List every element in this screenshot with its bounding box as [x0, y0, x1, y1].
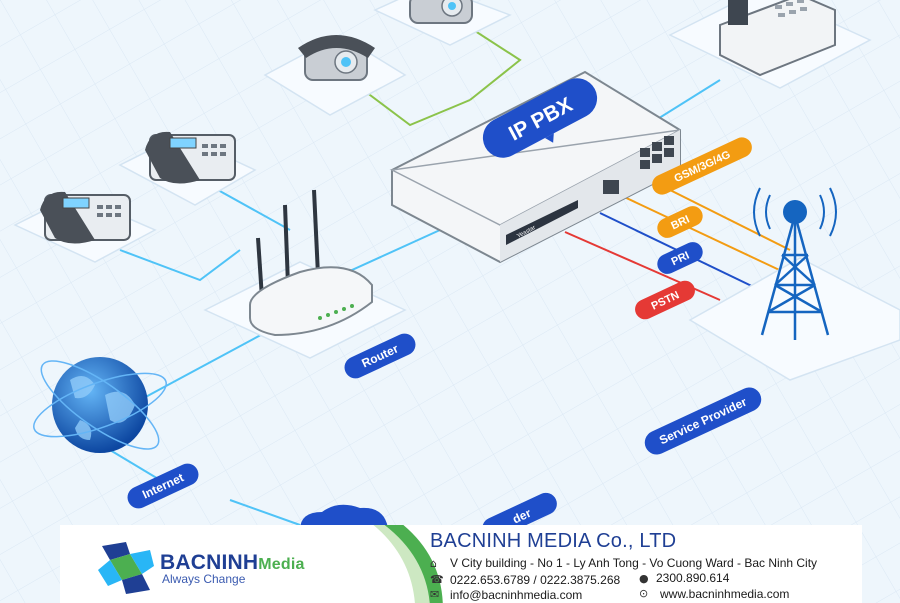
website-icon: ⊙ — [639, 587, 649, 600]
brand-accent: Media — [258, 556, 305, 573]
hotline-text: 2300.890.614 — [656, 571, 730, 585]
email-link[interactable]: info@bacninhmedia.com — [450, 588, 583, 602]
trunk-pill-bri: BRI — [657, 206, 703, 238]
rotary-phone-icon — [298, 35, 375, 81]
brand-tagline: Always Change — [162, 572, 246, 586]
rotary-phone-icon — [409, 0, 473, 24]
address-text: V City building - No 1 - Ly Anh Tong - V… — [450, 556, 818, 570]
company-name: BACNINH MEDIA Co., LTD — [430, 530, 677, 552]
cell-tower-icon — [753, 187, 837, 340]
connection-lines — [109, 17, 791, 526]
hotline-icon: ● — [639, 572, 649, 585]
brand-name: BACNINHMedia — [160, 551, 305, 575]
globe-icon — [33, 357, 167, 453]
brand-logo-icon — [98, 542, 154, 594]
brand-main: BACNINH — [160, 551, 259, 574]
trunk-pill-pstn: PSTN — [635, 280, 695, 320]
ip-phone-icon — [40, 191, 131, 244]
decorative-swoosh — [373, 525, 443, 603]
website-link[interactable]: www.bacninhmedia.com — [660, 587, 790, 601]
phone-icon: ☎ — [430, 573, 444, 586]
phone-text: 0222.653.6789 / 0222.3875.268 — [450, 573, 621, 587]
internet-label-pill: Internet — [127, 463, 199, 509]
trunk-pill-pri: PRI — [657, 242, 703, 274]
email-icon: ✉ — [430, 588, 440, 601]
footer-banner — [60, 525, 862, 603]
fax-machine-icon — [719, 0, 836, 77]
ip-phone-icon — [145, 131, 236, 184]
home-icon: ⌂ — [430, 557, 437, 570]
router-icon — [249, 189, 373, 337]
